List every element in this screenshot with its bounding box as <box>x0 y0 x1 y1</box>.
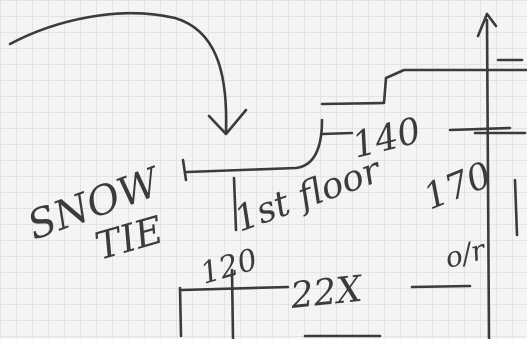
or-label: o/r <box>442 233 490 275</box>
dimension-22x-label: 22X <box>288 269 366 317</box>
curved-arrow <box>8 11 248 136</box>
dimension-170-label: 170 <box>418 155 497 219</box>
dimension-120-label: 120 <box>197 242 262 291</box>
lower-profile <box>178 268 472 339</box>
stepped-profile <box>320 12 527 339</box>
tie-beam-outline <box>181 118 324 232</box>
